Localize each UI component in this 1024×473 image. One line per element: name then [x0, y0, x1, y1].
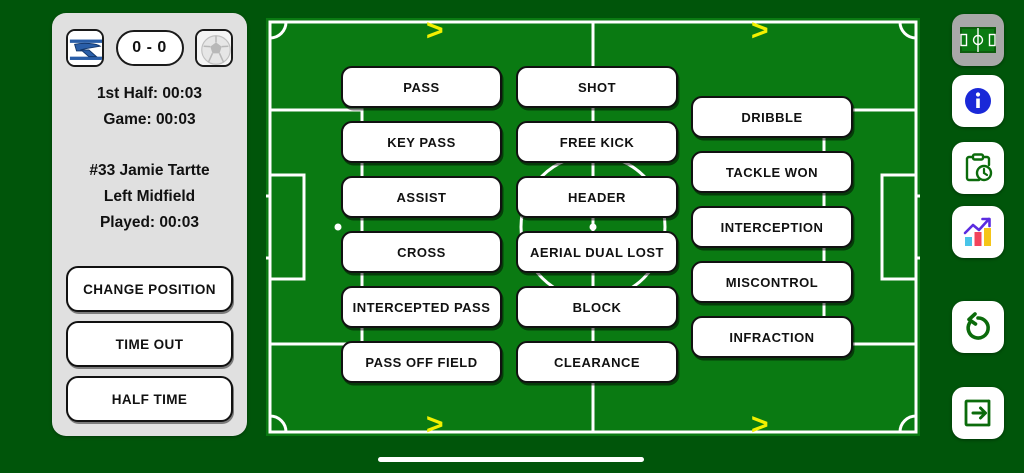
bar-chart-trend-icon [963, 217, 991, 246]
soccer-field-icon [960, 27, 996, 53]
match-clock: 1st Half: 00:03 Game: 00:03 [52, 81, 247, 133]
action-miscontrol-button[interactable]: MISCONTROL [691, 261, 853, 303]
change-position-button[interactable]: CHANGE POSITION [66, 266, 233, 312]
passing-actions-column: PASS KEY PASS ASSIST CROSS INTERCEPTED P… [341, 66, 502, 383]
undo-arrow-icon [966, 312, 990, 340]
action-infraction-button[interactable]: INFRACTION [691, 316, 853, 358]
scoreboard: 0 - 0 [66, 28, 233, 68]
action-clearance-button[interactable]: CLEARANCE [516, 341, 678, 383]
chevron-right-icon-top-right: > [751, 14, 769, 47]
chevron-right-icon-bottom-right: > [751, 408, 769, 441]
pitch-view-button[interactable] [952, 14, 1004, 66]
clipboard-clock-icon [965, 153, 993, 182]
half-timer: 1st Half: 00:03 [96, 85, 203, 102]
tool-rail [952, 14, 1006, 459]
action-intercepted-pass-button[interactable]: INTERCEPTED PASS [341, 286, 502, 328]
action-cross-button[interactable]: CROSS [341, 231, 502, 273]
stats-button[interactable] [952, 206, 1004, 258]
match-info-panel: 0 - 0 1st Half: 00:03 Game: 00:03 #33 Ja… [52, 13, 247, 436]
score-display: 0 - 0 [115, 30, 184, 66]
action-interception-button[interactable]: INTERCEPTION [691, 206, 853, 248]
chevron-right-icon-top-left: > [426, 14, 444, 47]
undo-button[interactable] [952, 301, 1004, 353]
game-timer: Game: 00:03 [103, 111, 196, 128]
info-circle-icon [965, 88, 991, 114]
selected-player-info: #33 Jamie Tartte Left Midfield Played: 0… [52, 158, 247, 236]
panel-button-group: CHANGE POSITION TIME OUT HALF TIME [66, 266, 233, 422]
shooting-actions-column: SHOT FREE KICK HEADER AERIAL DUAL LOST B… [516, 66, 678, 383]
exit-arrow-icon [964, 399, 991, 427]
player-position: Left Midfield [103, 188, 196, 205]
action-block-button[interactable]: BLOCK [516, 286, 678, 328]
defensive-actions-column: DRIBBLE TACKLE WON INTERCEPTION MISCONTR… [691, 96, 853, 358]
action-assist-button[interactable]: ASSIST [341, 176, 502, 218]
info-button[interactable] [952, 75, 1004, 127]
player-played-time: Played: 00:03 [99, 214, 200, 231]
action-header-button[interactable]: HEADER [516, 176, 678, 218]
action-dribble-button[interactable]: DRIBBLE [691, 96, 853, 138]
roster-timer-button[interactable] [952, 142, 1004, 194]
half-time-button[interactable]: HALF TIME [66, 376, 233, 422]
action-pass-off-field-button[interactable]: PASS OFF FIELD [341, 341, 502, 383]
home-indicator-bar[interactable] [378, 457, 644, 462]
exit-button[interactable] [952, 387, 1004, 439]
action-shot-button[interactable]: SHOT [516, 66, 678, 108]
soccer-ball-icon[interactable] [195, 29, 233, 67]
action-free-kick-button[interactable]: FREE KICK [516, 121, 678, 163]
action-key-pass-button[interactable]: KEY PASS [341, 121, 502, 163]
action-pass-button[interactable]: PASS [341, 66, 502, 108]
chevron-right-icon-bottom-left: > [426, 408, 444, 441]
action-aerial-dual-lost-button[interactable]: AERIAL DUAL LOST [516, 231, 678, 273]
team-crest-r-icon[interactable] [66, 29, 104, 67]
time-out-button[interactable]: TIME OUT [66, 321, 233, 367]
action-tackle-won-button[interactable]: TACKLE WON [691, 151, 853, 193]
player-name: #33 Jamie Tartte [89, 162, 210, 179]
